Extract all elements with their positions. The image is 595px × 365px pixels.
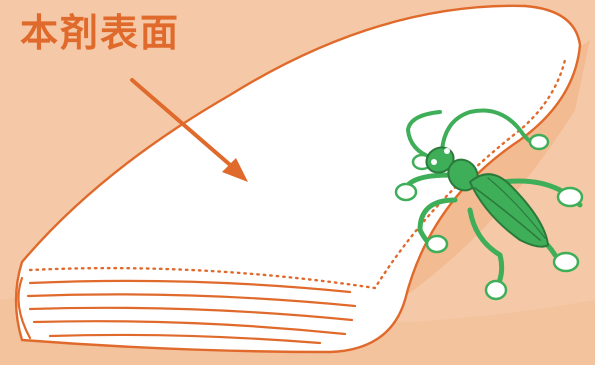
surface-label: 本剤表面 bbox=[20, 14, 180, 52]
